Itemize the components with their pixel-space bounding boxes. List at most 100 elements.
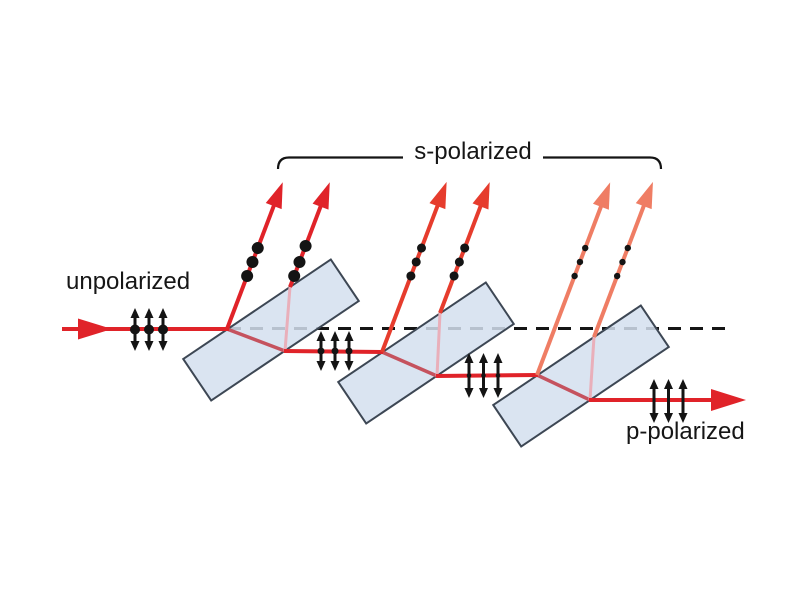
polarization-markers	[130, 308, 688, 423]
polarization-arrow-marker	[493, 353, 503, 398]
polarization-arrow-marker	[649, 379, 659, 423]
reflected-ray-3a-arrowhead-icon	[592, 182, 611, 210]
s-polarization-dot	[130, 324, 140, 335]
marker-arrowhead-up-icon	[316, 331, 326, 341]
polarization-arrow-marker	[344, 331, 354, 371]
marker-arrowhead-up-icon	[344, 331, 354, 341]
s-polarization-dot	[619, 258, 626, 266]
s-polarization-dot	[576, 258, 584, 266]
marker-arrowhead-up-icon	[678, 379, 688, 389]
polarization-arrow-marker	[330, 331, 340, 371]
reflected-ray-3b	[592, 181, 653, 338]
s-polarization-dot	[251, 242, 264, 255]
marker-arrowhead-down-icon	[144, 341, 154, 351]
marker-arrowhead-down-icon	[130, 341, 140, 351]
s-polarization-dot	[246, 255, 259, 268]
s-polarization-dot	[460, 243, 470, 253]
p-polarized-marker-set	[649, 379, 688, 423]
marker-arrowhead-up-icon	[464, 353, 474, 363]
marker-arrowhead-down-icon	[464, 388, 474, 398]
polarization-arrow-marker	[678, 379, 688, 423]
s-polarization-dot	[454, 257, 464, 267]
internal-reflection-plate-3	[588, 336, 596, 401]
unpolarized-label: unpolarized	[66, 268, 191, 295]
internal-reflection-plate-1	[283, 286, 292, 352]
s-polarized-bracket	[276, 156, 663, 170]
marker-arrowhead-up-icon	[330, 331, 340, 341]
marker-arrowhead-up-icon	[664, 379, 673, 389]
s-polarization-dot	[613, 272, 621, 280]
internal-reflection-plate-2	[435, 312, 442, 377]
reflected-ray-1a	[225, 182, 283, 330]
reflected-ray-2a-arrowhead-icon	[429, 181, 447, 210]
s-polarization-dot	[582, 244, 589, 252]
s-polarization-dot	[299, 239, 312, 252]
s-polarization-dot	[411, 257, 421, 267]
marker-arrowhead-down-icon	[330, 361, 340, 371]
marker-arrowhead-down-icon	[316, 361, 326, 371]
reflected-ray-3a-line	[535, 204, 604, 376]
s-polarization-dot	[495, 373, 501, 378]
s-polarization-dot	[466, 373, 472, 378]
refracted-ray-plate-3	[536, 373, 591, 402]
polarization-arrow-marker	[479, 353, 488, 398]
refracted-ray-plate-2	[381, 350, 438, 378]
marker-arrowhead-down-icon	[344, 361, 354, 371]
reflected-ray-1b-arrowhead-icon	[312, 182, 330, 210]
s-polarization-dot	[345, 347, 353, 355]
outgoing-beam-arrowhead-icon	[711, 389, 746, 411]
partially-polarized-marker-set-1	[316, 331, 354, 371]
marker-arrowhead-down-icon	[479, 388, 488, 398]
unpolarized-marker-set	[130, 308, 168, 351]
s-polarized-label: s-polarized	[414, 138, 532, 165]
s-polarization-dot	[317, 347, 325, 355]
glass-plate-2	[336, 281, 516, 425]
s-polarization-dot	[416, 243, 426, 253]
s-polarization-dot	[406, 271, 416, 281]
polarization-arrow-marker	[144, 308, 154, 351]
s-polarization-dot	[293, 256, 306, 269]
s-polarization-dot	[241, 269, 254, 282]
s-polarization-dot	[571, 272, 578, 280]
s-polarization-dot	[449, 271, 459, 281]
marker-arrowhead-up-icon	[493, 353, 503, 363]
s-polarization-dot	[624, 244, 632, 252]
s-polarization-dot	[331, 347, 339, 355]
marker-arrowhead-up-icon	[649, 379, 659, 389]
s-polarization-dot	[158, 324, 168, 335]
reflected-ray-2a	[380, 181, 447, 353]
reflected-ray-1b	[288, 182, 330, 288]
marker-arrowhead-down-icon	[493, 388, 503, 398]
reflected-ray-3a	[535, 182, 611, 376]
reflected-ray-3b-arrowhead-icon	[635, 181, 653, 210]
marker-arrowhead-down-icon	[678, 413, 688, 423]
glass-plates	[181, 258, 671, 448]
glass-plate-3	[491, 304, 671, 448]
reflected-ray-2b	[438, 182, 490, 314]
marker-arrowhead-down-icon	[158, 341, 168, 351]
marker-arrowhead-down-icon	[664, 413, 673, 423]
marker-arrowhead-down-icon	[649, 413, 659, 423]
polarization-arrow-marker	[130, 308, 140, 351]
polarization-arrow-marker	[158, 308, 168, 351]
reflected-ray-2b-arrowhead-icon	[472, 182, 490, 210]
internal-reflection-rays	[283, 286, 596, 401]
marker-arrowhead-up-icon	[130, 308, 140, 318]
beam-segment-plate2-plate3	[435, 373, 539, 378]
polarization-arrow-marker	[464, 353, 474, 398]
s-polarization-dot	[288, 269, 301, 282]
p-polarized-label: p-polarized	[626, 418, 745, 445]
reflected-ray-3b-line	[592, 203, 647, 338]
polarization-arrow-marker	[316, 331, 326, 371]
marker-arrowhead-up-icon	[144, 308, 154, 318]
s-polarization-dot	[144, 324, 154, 335]
partially-polarized-marker-set-2	[464, 353, 503, 398]
refracted-internal-rays	[226, 327, 591, 402]
polarization-arrow-marker	[664, 379, 673, 423]
refracted-ray-plate-1	[226, 327, 286, 353]
incoming-beam-arrowhead-icon	[78, 318, 112, 340]
marker-arrowhead-up-icon	[479, 353, 488, 363]
marker-arrowhead-up-icon	[158, 308, 168, 318]
s-polarization-dot	[481, 373, 486, 378]
